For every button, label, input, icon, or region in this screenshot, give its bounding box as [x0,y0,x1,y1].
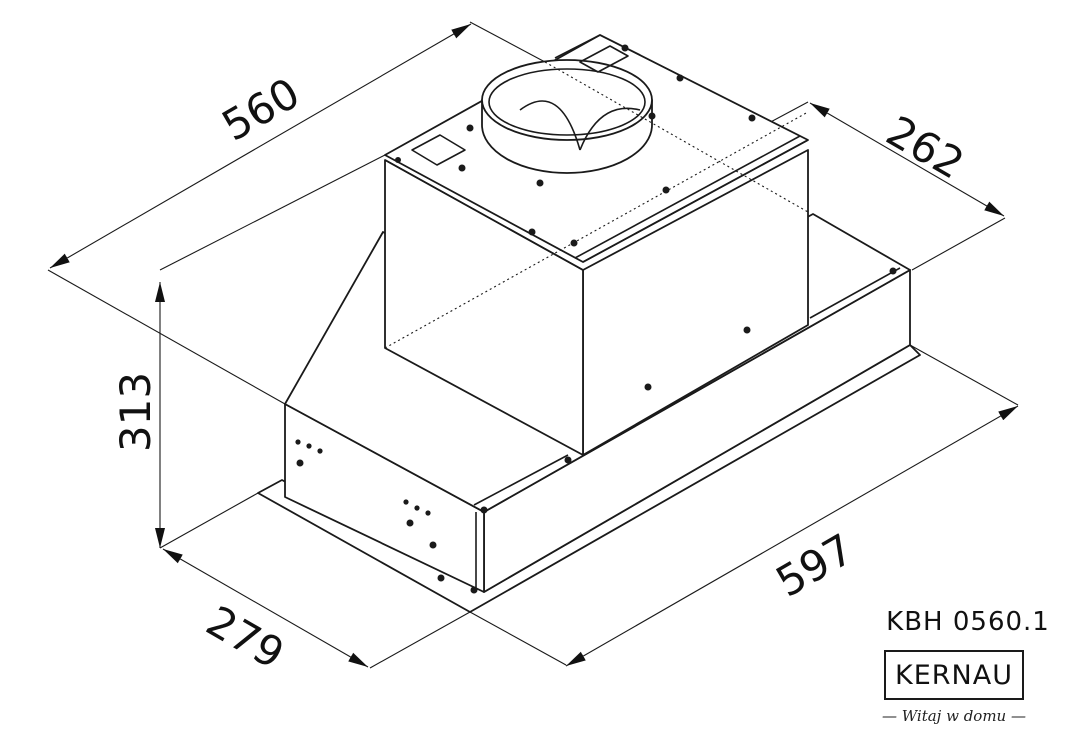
dim-label-597: 597 [768,524,862,607]
brand-tagline: — Witaj w domu — [881,707,1026,725]
dim-line-560 [49,23,472,269]
dim-line-597 [565,405,1019,667]
brand-logo-text: KERNAU [895,659,1013,691]
model-number: KBH 0560.1 [886,607,1050,637]
dim-label-279: 279 [198,596,292,679]
dim-line-262 [809,102,1005,217]
dim-label-313: 313 [111,372,160,452]
dimension-arrows [49,23,1019,668]
hidden-lines [384,61,809,349]
exhaust-collar [481,59,653,174]
brand-logo: KERNAU [884,650,1024,700]
dim-label-560: 560 [214,68,308,151]
dim-line-279 [162,548,369,668]
screws [295,44,897,594]
top-labels [411,45,629,166]
dim-label-262: 262 [878,106,972,189]
